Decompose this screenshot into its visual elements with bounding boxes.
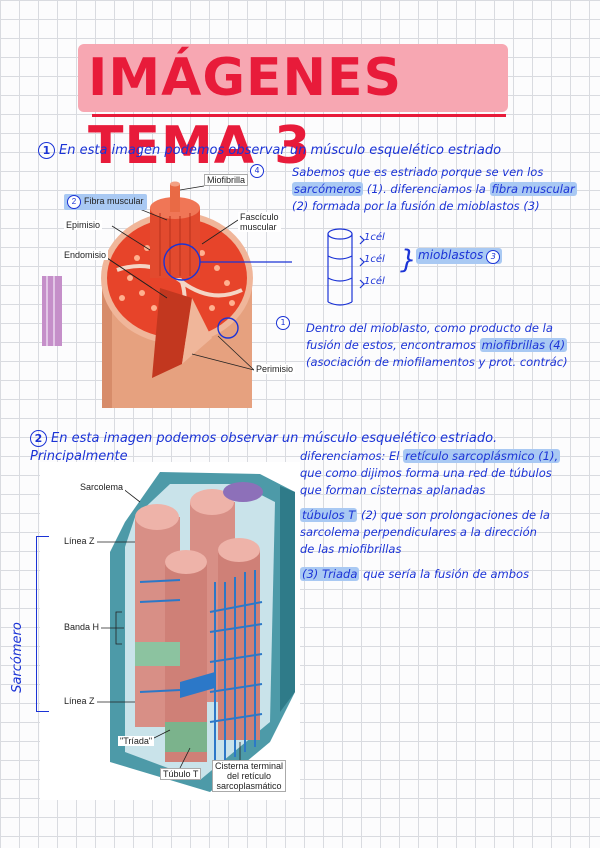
label-triada: "Tríada" <box>118 736 154 746</box>
miofibrilla-number: 4 <box>250 164 264 178</box>
sarcomere-bracket <box>36 536 49 712</box>
label-sarcolema: Sarcolema <box>78 482 125 492</box>
label-endomisio: Endomisio <box>62 250 108 260</box>
label-linea-z-top: Línea Z <box>62 536 97 546</box>
label-miofibrilla: Miofibrilla <box>204 174 248 186</box>
cell-label-1: 1cél <box>364 232 385 243</box>
label-perimisio: Perimisio <box>254 364 295 374</box>
circle-1-marker: 1 <box>276 316 290 330</box>
label-tubulo-t: Túbulo T <box>160 768 201 780</box>
label-epimisio: Epimisio <box>64 220 102 230</box>
cell-label-2: 1cél <box>364 254 385 265</box>
sarcomero-label: Sarcómero <box>10 622 25 693</box>
cell-label-3: 1cél <box>364 276 385 287</box>
sarcoplasmic-figure: Sarcolema Línea Z Banda H Línea Z "Tríad… <box>40 462 300 800</box>
label-banda-h: Banda H <box>62 622 101 632</box>
brace: } <box>400 240 417 280</box>
section2-notes: diferenciamos: El retículo sarcoplásmico… <box>300 448 596 583</box>
section1-notes-2: Dentro del mioblasto, como producto de l… <box>306 320 596 371</box>
section1-notes: Sabemos que es estriado porque se ven lo… <box>292 164 592 215</box>
label-linea-z-bottom: Línea Z <box>62 696 97 706</box>
title-underline <box>92 114 506 117</box>
page-title: IMÁGENES TEMA 3 <box>78 44 508 112</box>
